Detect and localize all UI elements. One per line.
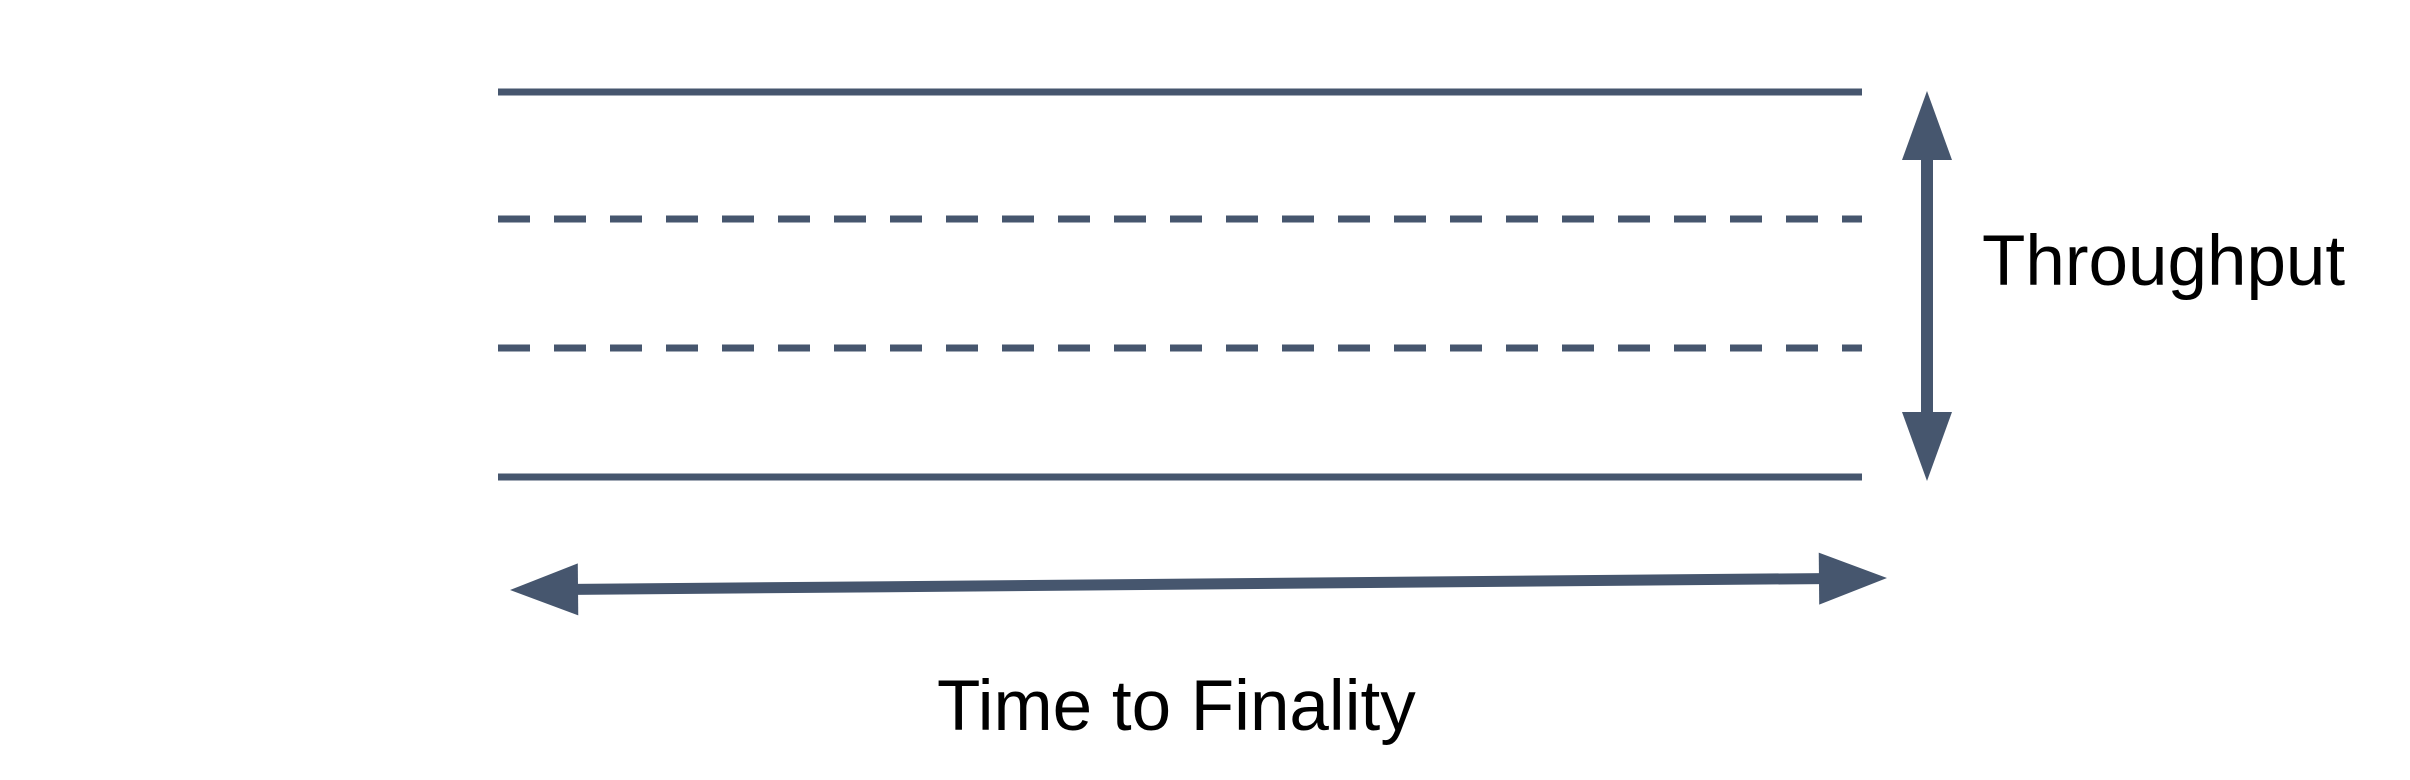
arrowhead-up-icon bbox=[1902, 91, 1952, 160]
time-to-finality-arrow-shaft bbox=[575, 573, 1822, 595]
time-to-finality-label: Time to Finality bbox=[937, 667, 1416, 746]
throughput-label: Throughput bbox=[1982, 222, 2345, 301]
arrowhead-right-icon bbox=[1818, 552, 1887, 605]
arrowhead-left-icon bbox=[510, 563, 579, 616]
time-to-finality-arrow bbox=[510, 552, 1887, 616]
throughput-arrow bbox=[1902, 91, 1952, 481]
arrowhead-down-icon bbox=[1902, 412, 1952, 481]
